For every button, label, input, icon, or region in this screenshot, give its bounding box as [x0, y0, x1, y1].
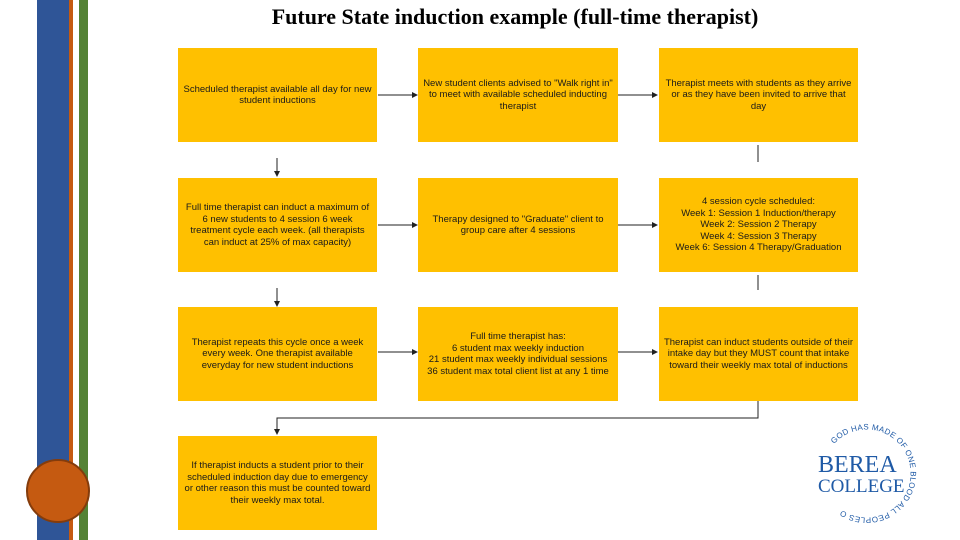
- decorative-circle: [26, 459, 90, 523]
- page-title: Future State induction example (full-tim…: [271, 4, 759, 29]
- flow-box-5: Therapy designed to "Graduate" client to…: [418, 178, 618, 272]
- flow-box-1: Scheduled therapist available all day fo…: [178, 48, 377, 142]
- logo-line1: BEREA: [818, 452, 897, 478]
- decorative-stripe-blue: [37, 0, 69, 540]
- decorative-stripe-orange: [69, 0, 73, 540]
- flow-box-4: Full time therapist can induct a maximum…: [178, 178, 377, 272]
- flow-box-3: Therapist meets with students as they ar…: [659, 48, 858, 142]
- flow-box-9: Therapist can induct students outside of…: [659, 307, 858, 401]
- flow-box-2: New student clients advised to "Walk rig…: [418, 48, 618, 142]
- arrow-b9-b10: [274, 400, 759, 435]
- flow-box-7: Therapist repeats this cycle once a week…: [178, 307, 377, 401]
- flow-box-8: Full time therapist has: 6 student max w…: [418, 307, 618, 401]
- flow-box-10: If therapist inducts a student prior to …: [178, 436, 377, 530]
- logo-line2: COLLEGE: [818, 476, 905, 497]
- decorative-stripe-green: [79, 0, 88, 540]
- flow-box-6: 4 session cycle scheduled: Week 1: Sessi…: [659, 178, 858, 272]
- decorative-stripe-white: [73, 0, 79, 540]
- berea-college-logo: GOD HAS MADE OF ONE BLOOD ALL PEOPLES OF…: [812, 414, 917, 524]
